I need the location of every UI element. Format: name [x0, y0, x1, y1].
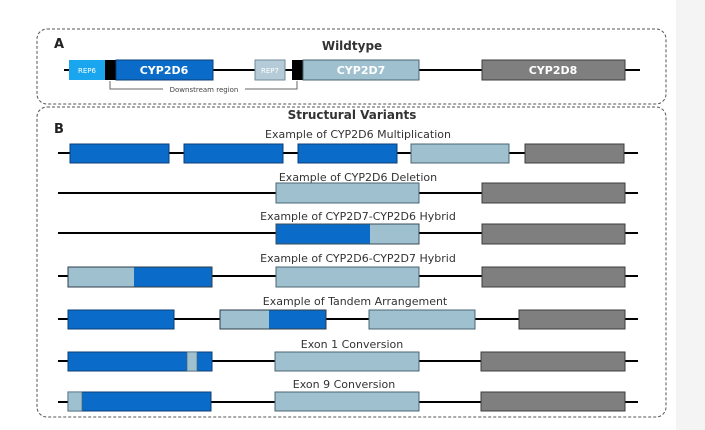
panel-a: A Wildtype REP6 CYP2D6 REP7 CYP2D7 CYP2D… [36, 28, 667, 105]
panel-b: B Structural Variants Example of CYP2D6 … [36, 106, 667, 418]
cyp2d7-gene [368, 309, 476, 330]
cyp2d7-label: CYP2D7 [337, 64, 386, 77]
panel-a-border [36, 28, 667, 105]
rep6-block [69, 60, 105, 80]
downstream-label-bg [163, 84, 245, 94]
cyp2d7-gene [274, 351, 420, 372]
row-title: Exon 1 Conversion [301, 338, 404, 351]
cyp2d6-gene [297, 143, 398, 164]
cyp2d6-gene [67, 351, 213, 372]
downstream-label: Downstream region [170, 86, 239, 94]
exon1-converted-segment [186, 351, 198, 372]
row-title: Example of CYP2D6-CYP2D7 Hybrid [260, 252, 456, 265]
row-title: Example of CYP2D7-CYP2D6 Hybrid [260, 210, 456, 223]
cyp2d8-gene [480, 391, 626, 412]
cyp2d8-label: CYP2D8 [529, 64, 578, 77]
cyp2d8-gene [481, 266, 626, 288]
cyp2d6-gene [183, 143, 284, 164]
hybrid-cyp2d6-part [134, 267, 212, 287]
rep6-label: REP6 [78, 67, 97, 75]
hybrid-gene-outline [67, 266, 213, 288]
hybrid-cyp2d6-part [269, 310, 326, 329]
cyp2d8-gene [481, 59, 626, 81]
panel-a-letter: A [54, 37, 64, 52]
row-title: Example of CYP2D6 Multiplication [265, 128, 451, 141]
hybrid-cyp2d6-part [276, 224, 370, 244]
cyp2d6-upstream-element [105, 60, 116, 80]
panel-a-title: Wildtype [322, 39, 382, 53]
hybrid-cyp2d7-part [220, 310, 269, 329]
cyp2d8-gene [481, 223, 626, 245]
cyp2d7-gene [274, 391, 420, 412]
cyp2d6-gene [69, 143, 170, 164]
hybrid-cyp2d7-part [68, 267, 134, 287]
row-title: Example of Tandem Arrangement [263, 295, 448, 308]
hybrid-gene-outline [219, 309, 327, 330]
hybrid-cyp2d7-part [370, 224, 419, 244]
cyp2d7-gene [275, 182, 420, 204]
cyp2d6-label: CYP2D6 [140, 64, 189, 77]
cyp2d6-gene [115, 59, 214, 81]
panel-b-letter: B [54, 122, 64, 137]
variant-row-exon9-conversion: Exon 9 Conversion [58, 378, 638, 412]
rep7-label: REP7 [261, 67, 279, 75]
row-title: Exon 9 Conversion [293, 378, 396, 391]
rep7-block [254, 59, 286, 81]
cyp2d8-gene [524, 143, 625, 164]
exon9-converted-segment [67, 391, 83, 412]
cyp2d6-gene [67, 391, 212, 412]
cyp2d8-gene [518, 309, 626, 330]
background-strip [676, 0, 705, 430]
variant-row-cyp2d6-cyp2d7-hybrid: Example of CYP2D6-CYP2D7 Hybrid [58, 252, 638, 288]
cyp2d6-gene [67, 309, 175, 330]
variant-row-multiplication: Example of CYP2D6 Multiplication [58, 128, 638, 164]
variant-row-exon1-conversion: Exon 1 Conversion [58, 338, 638, 372]
cyp2d7-gene [275, 266, 420, 288]
variant-row-deletion: Example of CYP2D6 Deletion [58, 171, 638, 204]
cyp2d7-gene [302, 59, 420, 81]
cyp2d7-upstream-element [292, 60, 303, 80]
variant-row-tandem-arrangement: Example of Tandem Arrangement [58, 295, 638, 330]
variant-row-cyp2d7-cyp2d6-hybrid: Example of CYP2D7-CYP2D6 Hybrid [58, 210, 638, 245]
cyp2d7-gene [410, 143, 510, 164]
cyp2d8-gene [480, 351, 626, 372]
cyp2d8-gene [481, 182, 626, 204]
hybrid-gene-outline [275, 223, 420, 245]
row-title: Example of CYP2D6 Deletion [279, 171, 437, 184]
panel-b-title: Structural Variants [288, 108, 417, 122]
